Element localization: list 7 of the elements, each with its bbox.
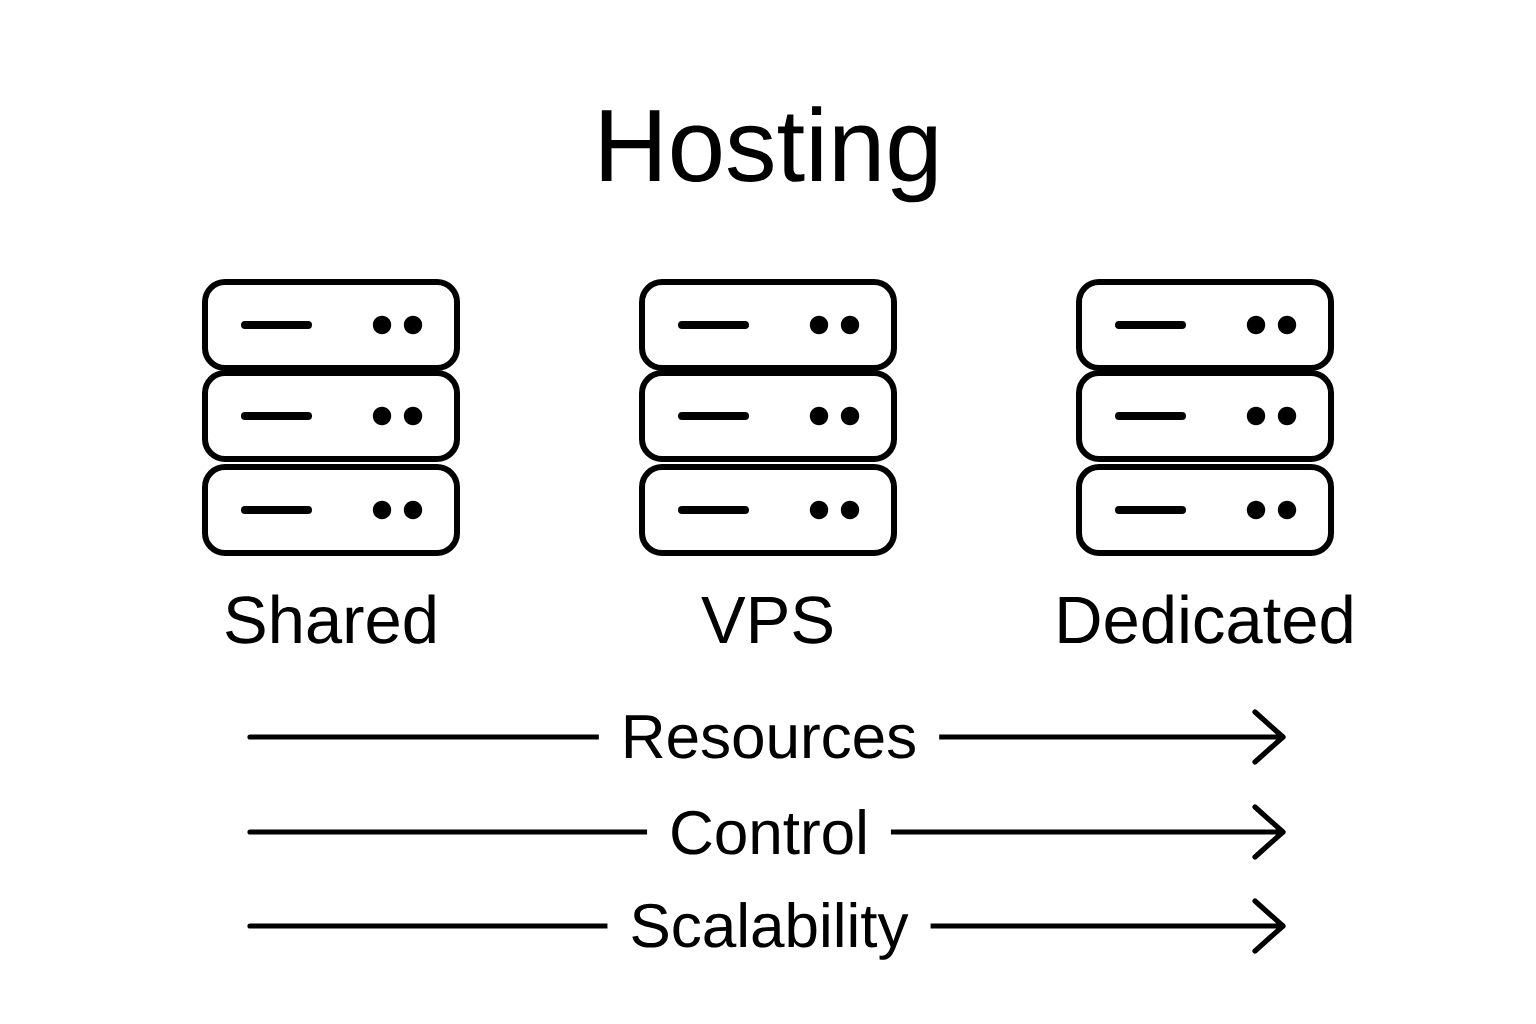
arrow-label: Scalability <box>607 900 931 962</box>
arrow-label: Control <box>647 807 891 857</box>
arrow-label: Resources <box>598 713 940 761</box>
server-label: Dedicated <box>1059 594 1352 644</box>
server-label: Shared <box>226 594 435 644</box>
server-label: VPS <box>701 596 832 644</box>
title: Hosting <box>601 106 936 203</box>
